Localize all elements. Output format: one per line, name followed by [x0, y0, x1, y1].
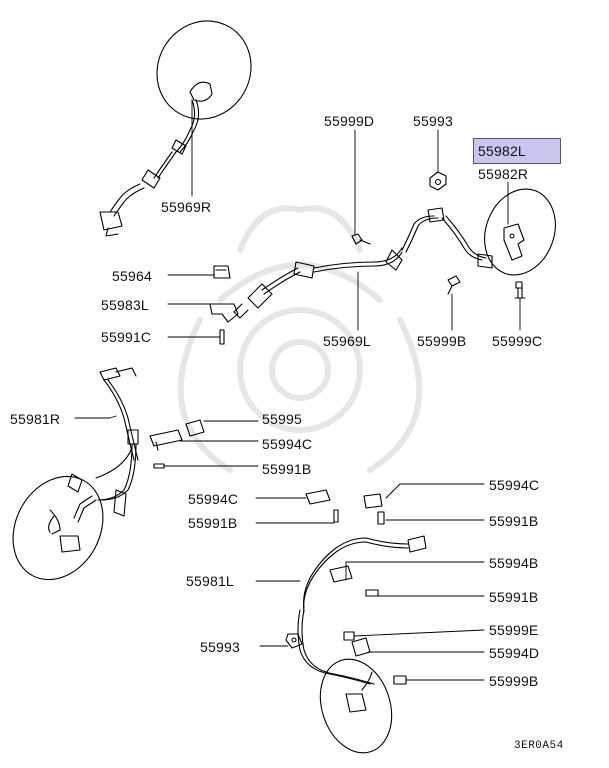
cap-55995	[185, 419, 205, 437]
label-55994d: 55994D	[489, 645, 540, 661]
bracket-55982	[484, 188, 556, 276]
clip-55994c-left	[305, 489, 331, 505]
label-55999c: 55999C	[492, 333, 543, 349]
sensor-harness-55981r	[12, 367, 139, 581]
bolt-55999d	[351, 233, 371, 245]
sensor-harness-55969l	[233, 207, 493, 319]
bolt-55999c	[514, 281, 526, 299]
bracket-55983l	[209, 303, 239, 323]
label-55999e: 55999E	[489, 622, 539, 638]
leader-lines	[74, 99, 521, 681]
clip-55964	[213, 265, 231, 279]
label-55993-bottom: 55993	[200, 639, 240, 655]
sensor-harness-55981l	[297, 535, 427, 754]
label-55999b-bottom: 55999B	[489, 673, 539, 689]
label-55969l: 55969L	[323, 333, 371, 349]
nut-55993-top	[429, 171, 447, 191]
bolt-55999b-top	[447, 275, 461, 295]
screw-55991b-right	[377, 511, 385, 525]
screw-55991c	[219, 329, 225, 345]
bolt-55999b-bottom	[393, 675, 407, 685]
label-55991b-top: 55991B	[262, 461, 312, 477]
label-55983l: 55983L	[101, 297, 149, 313]
label-55991b-right: 55991B	[489, 513, 539, 529]
nut-55993-bottom	[285, 633, 303, 649]
clip-55994c-right	[363, 493, 383, 509]
label-55982r: 55982R	[478, 166, 529, 182]
label-55994c-left: 55994C	[188, 491, 239, 507]
label-55994c-top: 55994C	[262, 436, 313, 452]
screw-55991b-lower	[365, 589, 379, 597]
label-55991b-left: 55991B	[188, 515, 238, 531]
label-55982l: 55982L	[478, 143, 526, 159]
label-55999d: 55999D	[324, 113, 375, 129]
watermark-emblem	[177, 205, 423, 473]
label-55981l: 55981L	[186, 573, 234, 589]
screw-55991b-left	[333, 509, 339, 523]
sensor-harness-55969r	[99, 20, 252, 237]
label-55994c-right: 55994C	[489, 477, 540, 493]
label-55999b-top: 55999B	[417, 333, 467, 349]
screw-55991b-top	[153, 463, 173, 469]
bracket-55994d	[351, 637, 371, 657]
label-55964: 55964	[112, 268, 152, 284]
label-55991c: 55991C	[101, 329, 152, 345]
diagram-code: 3ER0A54	[514, 740, 564, 752]
highlighted-part-box	[473, 138, 561, 164]
label-55993-top: 55993	[413, 113, 453, 129]
label-55994b: 55994B	[489, 555, 539, 571]
bolt-55999e	[343, 631, 355, 641]
label-55995: 55995	[262, 411, 302, 427]
label-55969r: 55969R	[161, 199, 212, 215]
label-55991b-lower: 55991B	[489, 589, 539, 605]
clip-55994c-top	[149, 429, 183, 451]
label-55981r: 55981R	[10, 411, 61, 427]
